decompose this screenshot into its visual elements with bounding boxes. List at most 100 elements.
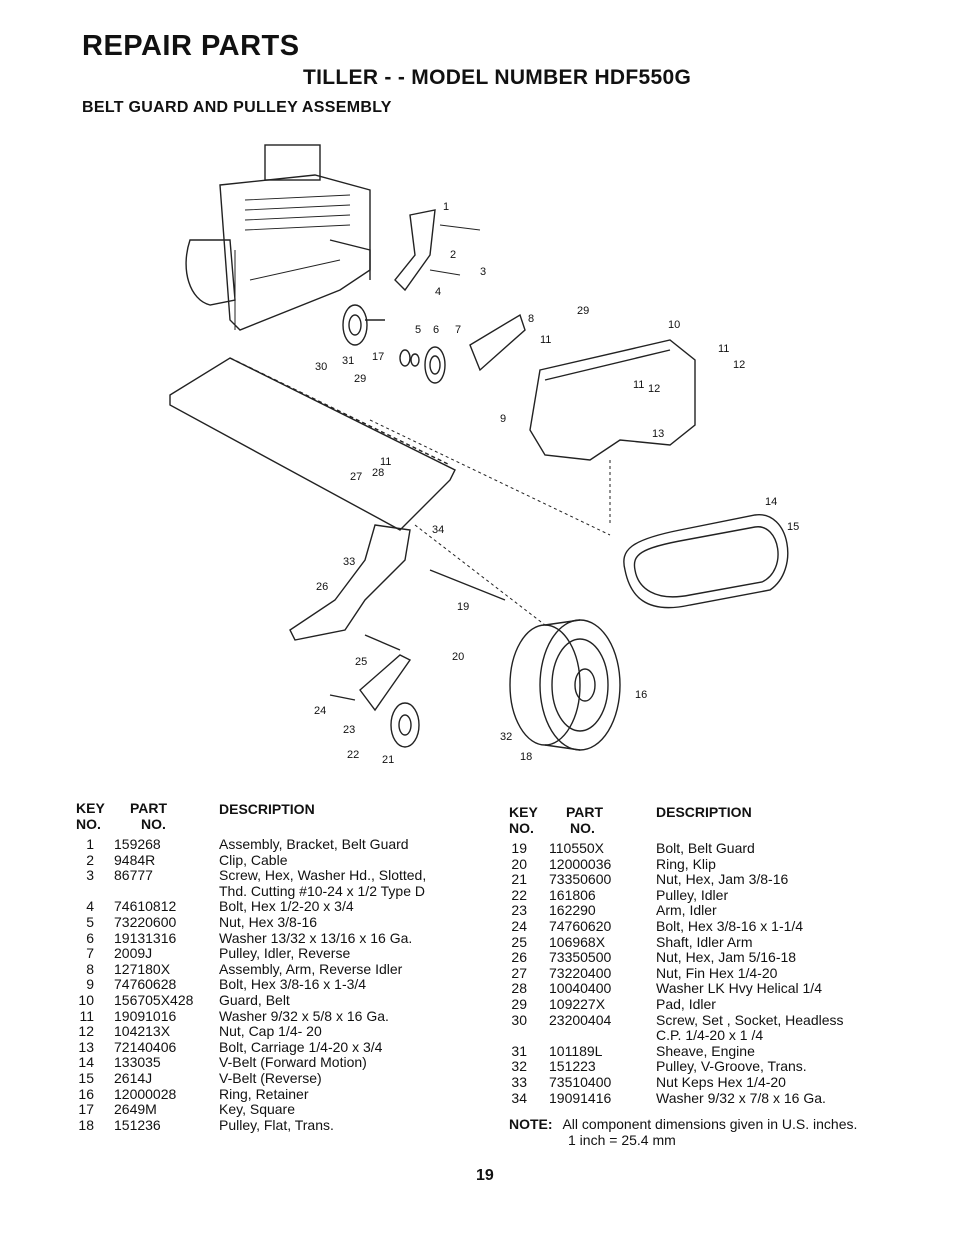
key-number: 12 xyxy=(78,1023,94,1040)
key-number: 19 xyxy=(511,840,527,856)
part-number: 109227X xyxy=(549,995,606,1012)
key-number: 22 xyxy=(511,886,527,903)
parts-row: 27 73220400 Nut, Fin Hex 1/4-20 xyxy=(509,964,929,982)
key-number: 8 xyxy=(86,960,94,977)
key-number: 18 xyxy=(78,1116,94,1133)
part-description: Nut, Cap 1/4- 20 xyxy=(219,1023,322,1040)
part-description: Key, Square xyxy=(219,1101,296,1118)
part-number: 19091016 xyxy=(114,1007,177,1024)
note-line-1: All component dimensions given in U.S. i… xyxy=(562,1116,858,1132)
svg-text:11: 11 xyxy=(633,379,644,391)
part-description: Sheave, Engine xyxy=(656,1042,755,1059)
part-description: Bolt, Carriage 1/4-20 x 3/4 xyxy=(219,1038,383,1055)
svg-text:19: 19 xyxy=(457,601,469,613)
part-description: Bolt, Hex 3/8-16 x 1-3/4 xyxy=(219,976,367,993)
key-number: 9 xyxy=(86,976,94,993)
part-description: Screw, Hex, Washer Hd., Slotted, Thd. Cu… xyxy=(219,867,427,899)
svg-text:20: 20 xyxy=(452,651,464,663)
svg-text:34: 34 xyxy=(432,524,444,536)
part-description: Nut, Fin Hex 1/4-20 xyxy=(656,964,778,981)
part-description: Pulley, Flat, Trans. xyxy=(219,1116,334,1133)
key-number: 13 xyxy=(78,1038,94,1055)
part-description: Clip, Cable xyxy=(219,851,288,868)
page-title: REPAIR PARTS xyxy=(82,30,300,62)
key-number: 27 xyxy=(511,964,527,981)
part-number: 73220400 xyxy=(549,964,612,981)
part-description: Screw, Set , Socket, Headless C.P. 1/4-2… xyxy=(656,1011,844,1044)
svg-text:10: 10 xyxy=(668,319,680,331)
part-number: 12000036 xyxy=(549,855,612,872)
part-number: 151223 xyxy=(549,1058,596,1075)
svg-text:29: 29 xyxy=(354,373,366,385)
svg-text:31: 31 xyxy=(342,355,354,367)
key-number: 7 xyxy=(86,945,94,962)
svg-text:14: 14 xyxy=(765,496,777,508)
key-number: 10 xyxy=(78,991,94,1008)
key-number: 14 xyxy=(78,1054,94,1071)
part-number: 10040400 xyxy=(549,980,612,997)
part-number: 156705X428 xyxy=(114,991,194,1008)
key-number: 28 xyxy=(511,980,527,997)
part-description: Guard, Belt xyxy=(219,991,290,1008)
part-number: 74760620 xyxy=(549,917,612,934)
part-description: Pulley, Idler, Reverse xyxy=(219,945,351,962)
engine-illustration xyxy=(185,144,371,331)
part-number: 74760628 xyxy=(114,976,177,993)
part-description: Nut Keps Hex 1/4-20 xyxy=(656,1073,786,1090)
svg-text:15: 15 xyxy=(787,521,799,533)
part-description: Shaft, Idler Arm xyxy=(656,933,753,950)
part-description: Washer 9/32 x 5/8 x 16 Ga. xyxy=(219,1007,389,1024)
part-description: Nut, Hex, Jam 5/16-18 xyxy=(656,949,797,966)
part-number: 19131316 xyxy=(114,929,177,946)
svg-text:17: 17 xyxy=(372,351,384,363)
part-number: 9484R xyxy=(114,851,156,868)
part-number: 73510400 xyxy=(549,1073,612,1090)
parts-row: 9 74760628 Bolt, Hex 3/8-16 x 1-3/4 xyxy=(76,977,476,993)
key-number: 21 xyxy=(511,871,527,888)
part-description: Bolt, Hex 3/8-16 x 1-1/4 xyxy=(656,917,804,934)
svg-text:29: 29 xyxy=(577,305,589,317)
key-number: 31 xyxy=(511,1042,527,1059)
svg-text:21: 21 xyxy=(382,754,394,766)
key-number: 4 xyxy=(86,898,94,915)
svg-text:6: 6 xyxy=(433,324,439,336)
key-number: 30 xyxy=(511,1011,527,1028)
part-description: Pulley, Idler xyxy=(656,886,729,903)
key-number: 17 xyxy=(78,1101,94,1118)
part-number: 73220600 xyxy=(114,913,177,930)
parts-row: 24 74760620 Bolt, Hex 3/8-16 x 1-1/4 xyxy=(509,917,929,935)
part-description: Arm, Idler xyxy=(656,902,717,919)
key-number: 3 xyxy=(86,867,94,884)
svg-text:3: 3 xyxy=(480,266,486,278)
part-number: 19091416 xyxy=(549,1089,612,1106)
key-number: 33 xyxy=(511,1073,527,1090)
part-number: 73350600 xyxy=(549,871,612,888)
part-number: 2009J xyxy=(114,945,153,962)
svg-text:11: 11 xyxy=(380,456,391,468)
part-number: 110550X xyxy=(549,840,605,856)
key-number: 24 xyxy=(511,917,527,934)
key-number: 15 xyxy=(78,1069,94,1086)
key-number: 34 xyxy=(511,1089,527,1106)
